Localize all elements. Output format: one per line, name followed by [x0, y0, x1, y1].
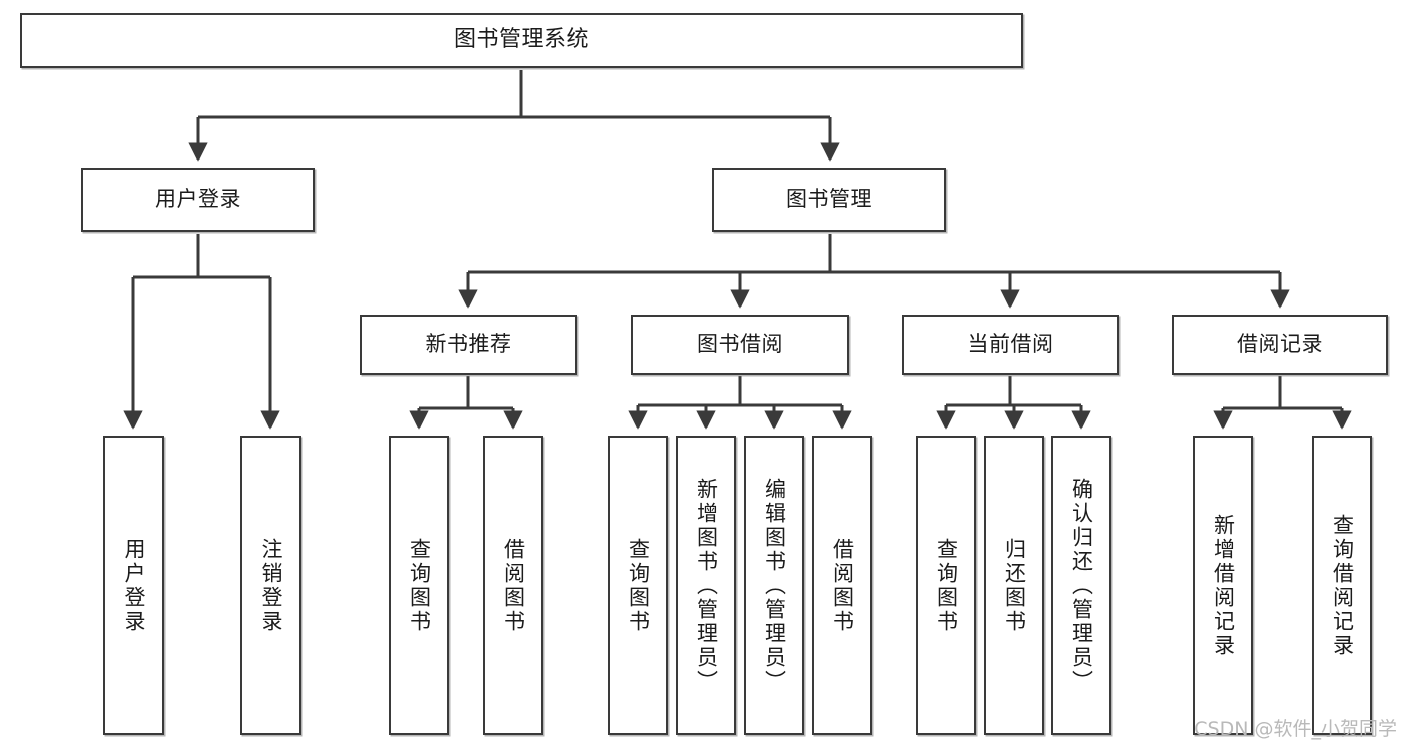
- node-leaf-borrow-book-2[interactable]: 借阅图书: [812, 436, 872, 735]
- node-leaf-query-book-3[interactable]: 查询图书: [916, 436, 976, 735]
- node-leaf-borrow-book-1[interactable]: 借阅图书: [483, 436, 543, 735]
- node-root[interactable]: 图书管理系统: [20, 13, 1023, 68]
- node-leaf-confirm-return[interactable]: 确认归还（管理员）: [1051, 436, 1111, 735]
- node-leaf-return-book[interactable]: 归还图书: [984, 436, 1044, 735]
- node-book-borrow[interactable]: 图书借阅: [631, 315, 849, 375]
- node-borrow-record[interactable]: 借阅记录: [1172, 315, 1388, 375]
- csdn-watermark: CSDN @软件_小贺同学: [1194, 718, 1397, 740]
- node-leaf-query-record[interactable]: 查询借阅记录: [1312, 436, 1372, 735]
- node-user-login[interactable]: 用户登录: [81, 168, 315, 232]
- node-leaf-query-book-2[interactable]: 查询图书: [608, 436, 668, 735]
- node-book-manage[interactable]: 图书管理: [712, 168, 946, 232]
- node-leaf-edit-book[interactable]: 编辑图书（管理员）: [744, 436, 804, 735]
- node-leaf-add-record[interactable]: 新增借阅记录: [1193, 436, 1253, 735]
- node-new-book-recommend[interactable]: 新书推荐: [360, 315, 577, 375]
- node-current-borrow[interactable]: 当前借阅: [902, 315, 1119, 375]
- node-leaf-logout-login[interactable]: 注销登录: [240, 436, 301, 735]
- node-leaf-add-book[interactable]: 新增图书（管理员）: [676, 436, 736, 735]
- node-leaf-query-book-1[interactable]: 查询图书: [389, 436, 449, 735]
- node-leaf-user-login[interactable]: 用户登录: [103, 436, 164, 735]
